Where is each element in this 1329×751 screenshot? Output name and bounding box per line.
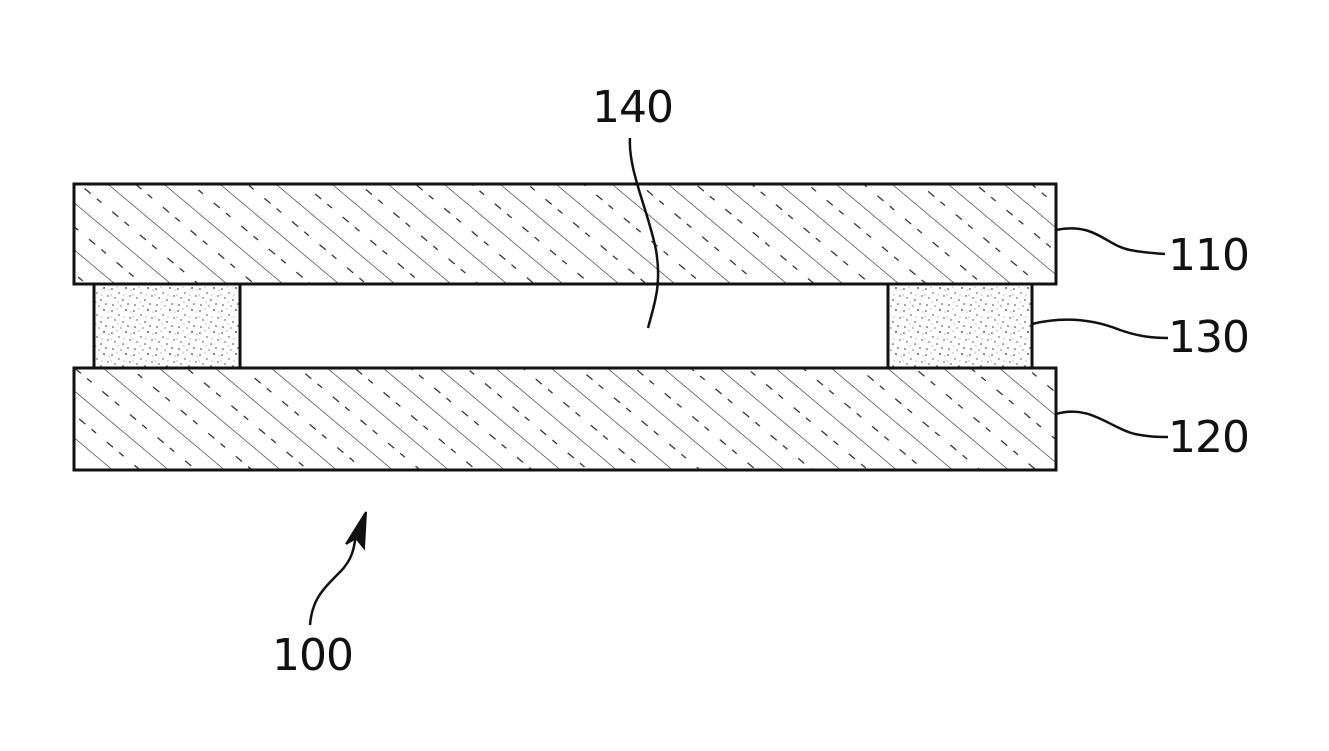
leader-100 [310,530,356,625]
leader-110 [1056,228,1165,254]
top-plate [74,184,1056,284]
spacer-left [94,284,240,368]
label-120: 120 [1168,412,1249,463]
label-140: 140 [592,82,673,133]
label-110: 110 [1168,230,1249,281]
bottom-plate [74,368,1056,470]
label-130: 130 [1168,312,1249,363]
leader-120 [1056,412,1168,437]
arrowhead-100 [346,512,366,548]
leader-130 [1032,320,1168,338]
spacer-right [888,284,1032,368]
label-100: 100 [272,630,353,681]
